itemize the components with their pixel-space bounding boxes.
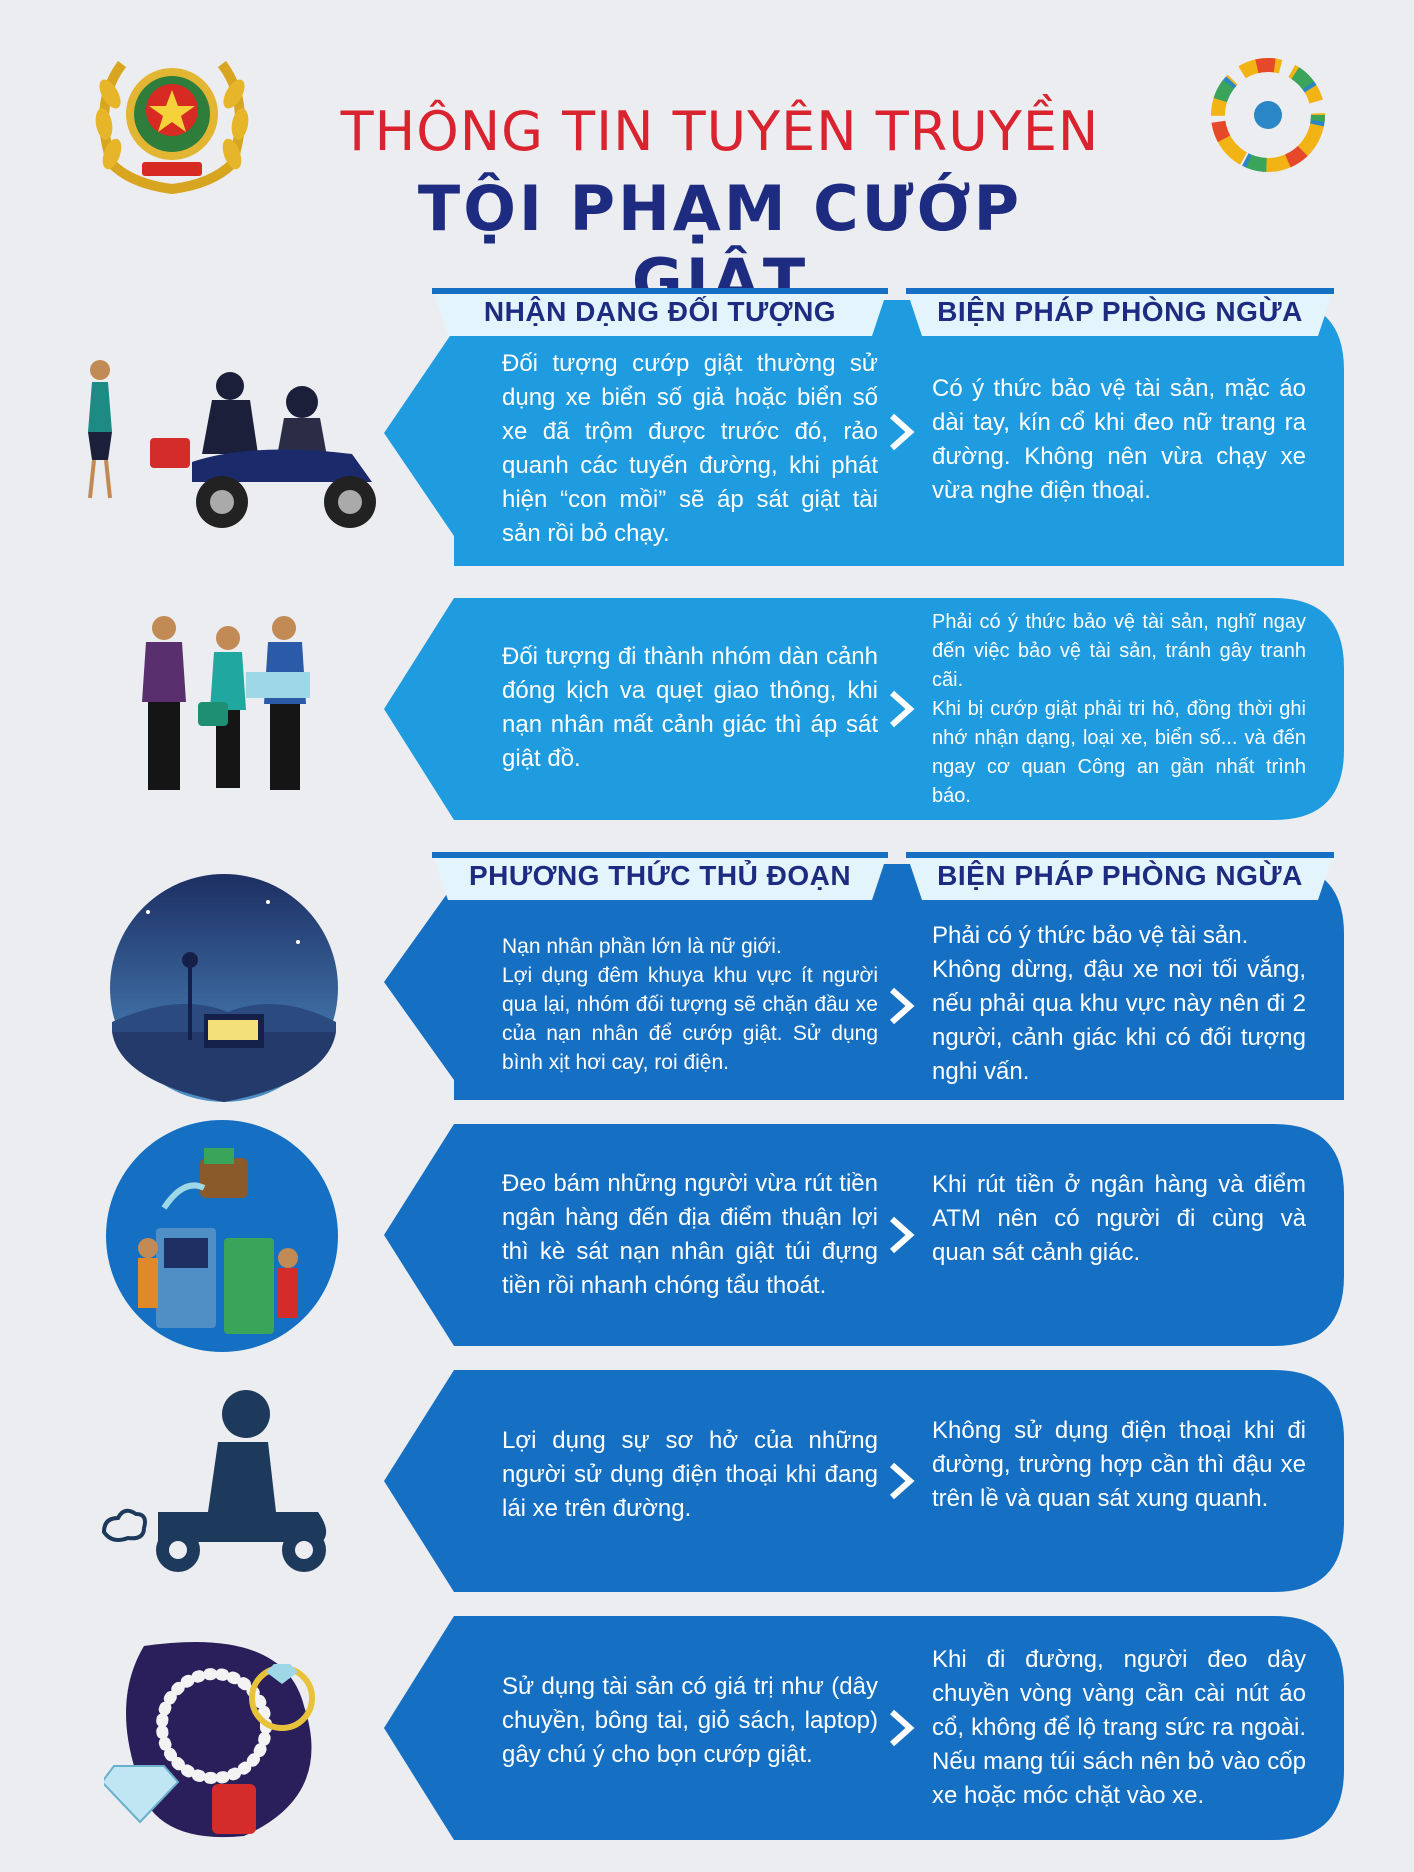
chevron-right-icon — [890, 1462, 915, 1500]
title-line-1: THÔNG TIN TUYÊN TRUYỀN — [340, 100, 1100, 163]
info-card-6: Sử dụng tài sản có giá trị như (dây chuy… — [384, 1616, 1344, 1840]
chevron-right-icon — [890, 987, 915, 1025]
organization-logo-icon — [1198, 50, 1338, 180]
card-6-description: Sử dụng tài sản có giá trị như (dây chuy… — [502, 1673, 878, 1768]
info-card-3: Nạn nhân phần lớn là nữ giới. Lợi dụng đ… — [384, 864, 1344, 1100]
heading-bien-phap-phong-ngua-2: BIỆN PHÁP PHÒNG NGỪA — [906, 852, 1334, 900]
card-1-description: Đối tượng cướp giật thường sử dụng xe bi… — [502, 350, 878, 547]
info-card-1: Đối tượng cướp giật thường sử dụng xe bi… — [384, 300, 1344, 566]
atm-withdrawal-illustration — [104, 1118, 340, 1354]
card-2-description: Đối tượng đi thành nhóm dàn cảnh đóng kị… — [502, 643, 878, 772]
motorbike-snatching-illustration — [72, 342, 392, 542]
card-6-prevention: Khi đi đường, người đeo dây chuyền vòng … — [932, 1646, 1306, 1809]
chevron-right-icon — [890, 1709, 915, 1747]
jewelry-illustration — [100, 1626, 340, 1846]
night-road-illustration — [108, 872, 340, 1104]
info-card-4: Đeo bám những người vừa rút tiền ngân hà… — [384, 1124, 1344, 1346]
card-3-prevention: Phải có ý thức bảo vệ tài sản. Không dừn… — [932, 922, 1306, 1085]
info-card-5: Lợi dụng sự sơ hở của những người sử dụn… — [384, 1370, 1344, 1592]
card-4-description: Đeo bám những người vừa rút tiền ngân hà… — [502, 1170, 878, 1299]
police-emblem-icon — [82, 44, 262, 195]
card-1-prevention: Có ý thức bảo vệ tài sản, mặc áo dài tay… — [932, 375, 1306, 504]
card-2-prevention: Phải có ý thức bảo vệ tài sản, nghĩ ngay… — [932, 610, 1306, 807]
card-5-description: Lợi dụng sự sơ hở của những người sử dụn… — [502, 1427, 878, 1522]
card-4-prevention: Khi rút tiền ở ngân hàng và điểm ATM nên… — [932, 1171, 1306, 1266]
chevron-right-icon — [890, 690, 915, 728]
heading-nhan-dang-doi-tuong: NHẬN DẠNG ĐỐI TƯỢNG — [432, 288, 888, 336]
info-card-2: Đối tượng đi thành nhóm dàn cảnh đóng kị… — [384, 598, 1344, 820]
chevron-right-icon — [890, 1216, 915, 1254]
heading-bien-phap-phong-ngua-1: BIỆN PHÁP PHÒNG NGỪA — [906, 288, 1334, 336]
phone-rider-illustration — [98, 1382, 344, 1576]
card-3-description: Nạn nhân phần lớn là nữ giới. Lợi dụng đ… — [502, 934, 878, 1074]
group-people-map-illustration — [118, 606, 338, 796]
heading-phuong-thuc-thu-doan: PHƯƠNG THỨC THỦ ĐOẠN — [432, 852, 888, 900]
chevron-right-icon — [890, 413, 915, 451]
card-5-prevention: Không sử dụng điện thoại khi đi đường, t… — [932, 1417, 1306, 1512]
